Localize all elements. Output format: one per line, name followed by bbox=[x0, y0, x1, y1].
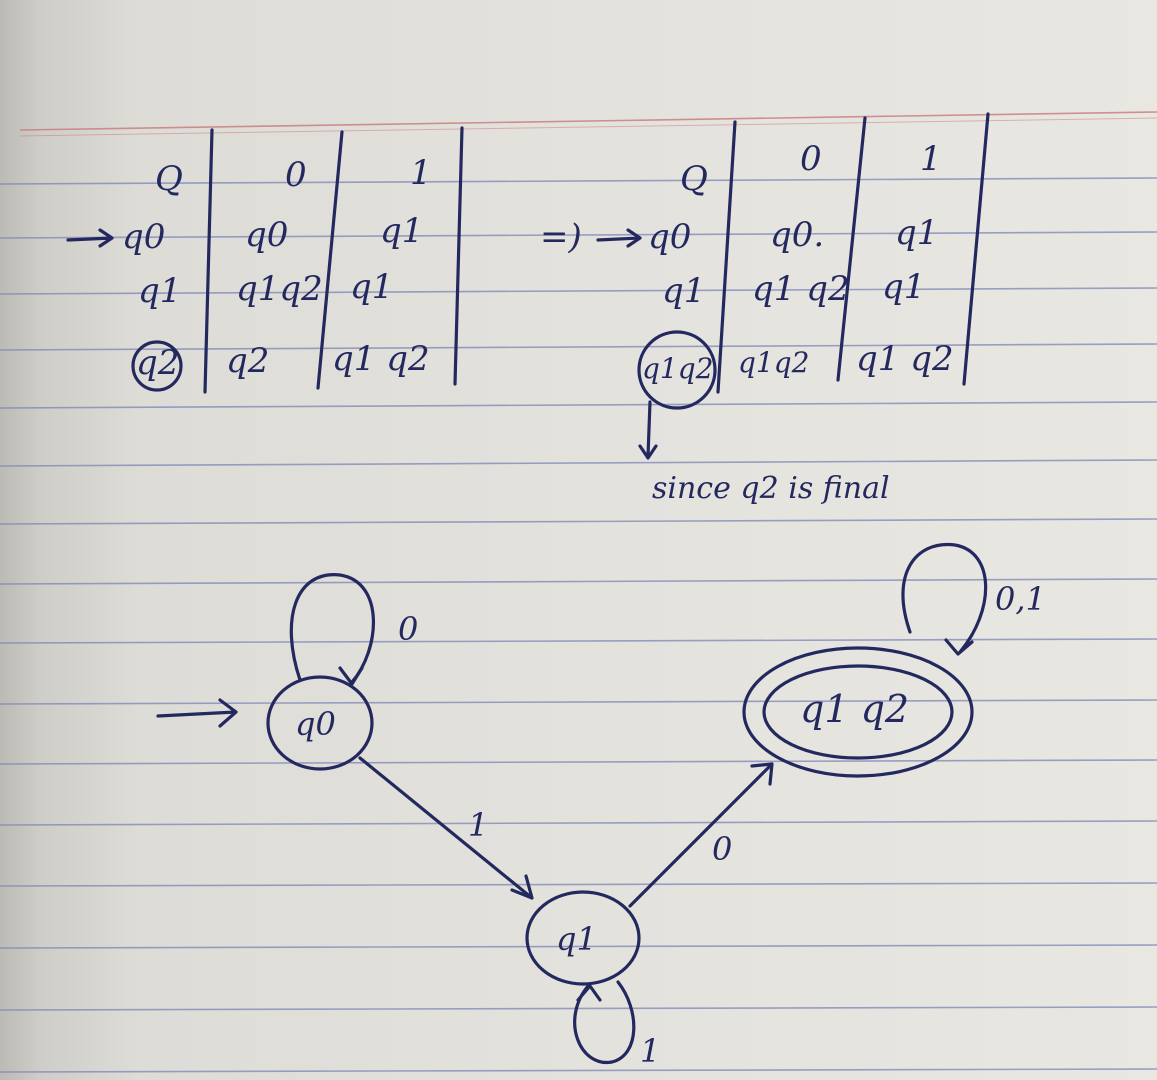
final-state-note: since q2 is final bbox=[652, 471, 890, 506]
table1-header-q: Q bbox=[155, 159, 183, 199]
implies-sign: =) bbox=[540, 217, 582, 257]
table1-header-0: 0 bbox=[285, 155, 307, 195]
loop-q0 bbox=[289, 573, 376, 686]
table1-row3-on0: q2 bbox=[226, 341, 269, 381]
loop-q1q2-label: 0,1 bbox=[995, 580, 1046, 618]
table2-header-q: Q bbox=[680, 159, 708, 199]
table2-divider-1 bbox=[716, 120, 737, 394]
margin-line-2 bbox=[19, 117, 1157, 137]
table2-start-arrow bbox=[596, 228, 642, 248]
table2-row2-state: q1 bbox=[662, 271, 705, 311]
table1-divider-2 bbox=[316, 130, 344, 390]
ruled-lines bbox=[0, 177, 1157, 1073]
table2-row2-on0: q1 q2 bbox=[752, 269, 850, 309]
table2-row2-on1: q1 bbox=[882, 267, 925, 307]
diagram-start-arrow bbox=[156, 698, 238, 728]
table2-row1-state: q0 bbox=[648, 217, 691, 257]
table1-row1-on1: q1 bbox=[380, 211, 423, 251]
loop-q0-label: 0 bbox=[398, 610, 418, 648]
table2-row3-on1: q1 q2 bbox=[856, 339, 954, 379]
table1-row2-on1: q1 bbox=[350, 267, 393, 307]
table1-divider-1 bbox=[203, 128, 214, 394]
state-q1-label: q1 bbox=[556, 920, 597, 958]
state-q1q2-outer bbox=[742, 646, 974, 778]
table1-row2-state: q1 bbox=[138, 271, 181, 311]
table1-row2-on0: q1q2 bbox=[236, 269, 323, 309]
transition-table-nfa: Q 0 1 q0 q0 q1 q1 q1q2 q1 q2 q2 q1 q2 bbox=[66, 126, 464, 394]
edge-q0-q1 bbox=[358, 756, 534, 900]
state-q0-label: q0 bbox=[295, 705, 336, 743]
edge-q1-q1q2 bbox=[628, 762, 774, 908]
table1-final-circle bbox=[131, 340, 183, 392]
table2-row1-on1: q1 bbox=[895, 213, 938, 253]
loop-q1 bbox=[573, 980, 636, 1065]
table1-row3-on1: q1 q2 bbox=[332, 339, 430, 379]
edge-q1-q1q2-label: 0 bbox=[712, 830, 732, 868]
margin-line bbox=[19, 111, 1157, 131]
table2-row1-on0: q0. bbox=[770, 215, 824, 255]
table2-row3-on0: q1q2 bbox=[738, 346, 809, 379]
table2-divider-3 bbox=[962, 112, 990, 386]
state-q0 bbox=[266, 675, 374, 771]
edge-q0-q1-label: 1 bbox=[468, 806, 488, 844]
table1-row3-state: q2 bbox=[136, 343, 179, 383]
state-q1q2-inner bbox=[762, 664, 954, 760]
dfa-state-diagram: q0 0 1 q1 1 0 q1 q2 0,1 bbox=[156, 542, 1046, 1070]
table1-start-arrow bbox=[66, 228, 114, 248]
table2-final-circle bbox=[637, 330, 717, 410]
table2-divider-2 bbox=[836, 116, 867, 382]
table1-row1-state: q0 bbox=[122, 217, 165, 257]
table2-header-1: 1 bbox=[920, 139, 942, 179]
loop-q1q2 bbox=[901, 542, 988, 656]
table1-header-1: 1 bbox=[410, 153, 432, 193]
table1-divider-3 bbox=[453, 126, 464, 386]
state-q1 bbox=[525, 890, 641, 986]
table2-header-0: 0 bbox=[800, 139, 822, 179]
loop-q1-label: 1 bbox=[640, 1032, 660, 1070]
table2-row3-state: q1q2 bbox=[642, 352, 713, 385]
transition-table-dfa: Q 0 1 q0 q0. q1 q1 q1 q2 q1 q1q2 q1q2 q1… bbox=[637, 112, 990, 460]
table1-row1-on0: q0 bbox=[245, 215, 288, 255]
state-q1q2-label: q1 q2 bbox=[800, 687, 909, 731]
note-pointer-arrow bbox=[638, 400, 658, 460]
